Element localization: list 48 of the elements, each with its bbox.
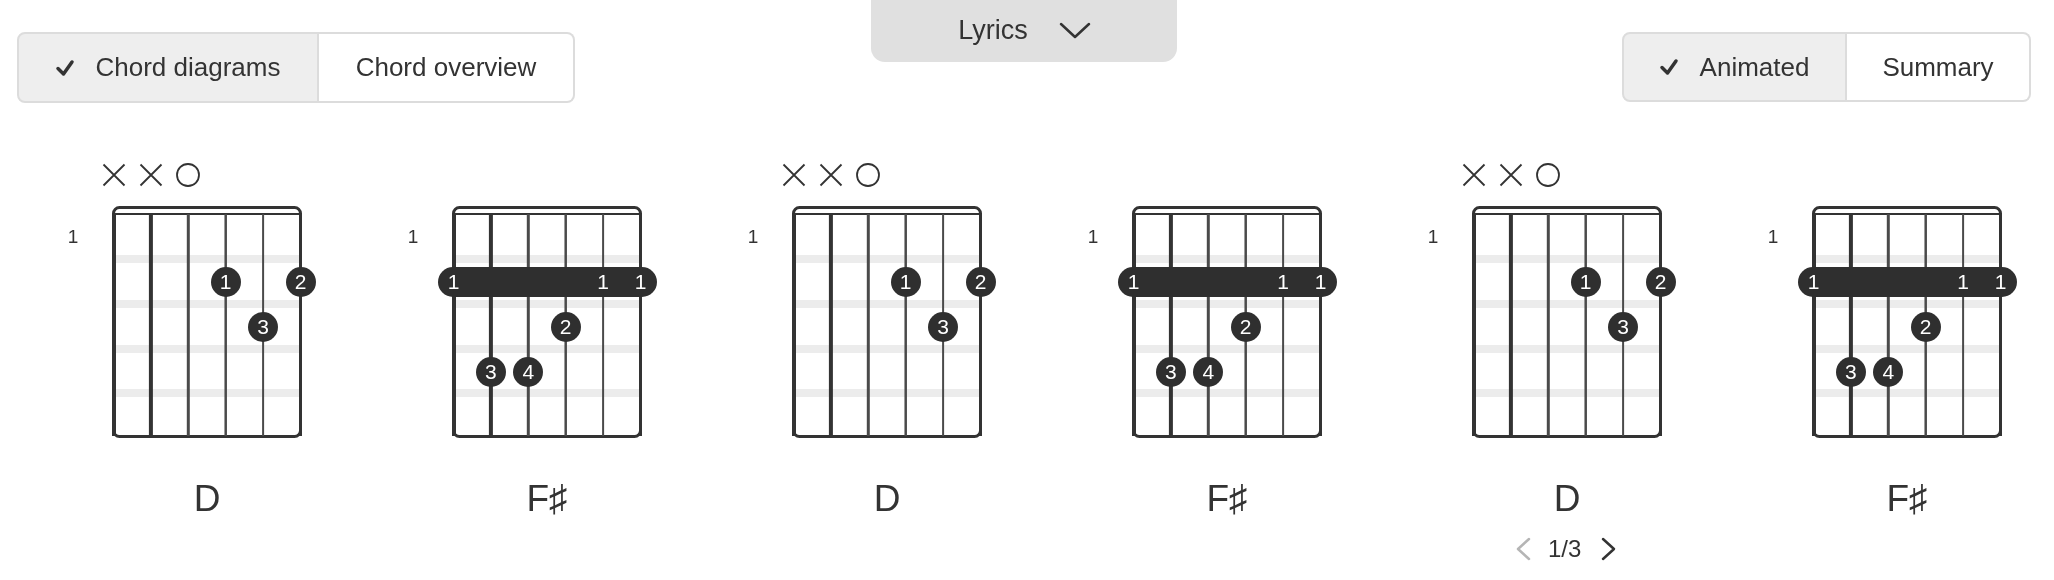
fret-number: 1 [1426, 226, 1440, 248]
finger-number: 1 [446, 268, 461, 295]
finger-number: 1 [1126, 268, 1141, 295]
page-indicator: 1/3 [1548, 535, 1582, 563]
finger-dot: 2 [965, 266, 996, 297]
barre-bar [437, 266, 657, 297]
finger-dot: 3 [1835, 356, 1866, 387]
finger-dot: 2 [285, 266, 316, 297]
barre-bar [1797, 266, 2017, 297]
finger-dot: 3 [928, 311, 959, 342]
segment-button: Chord overview [319, 32, 575, 103]
chord-name: F♯ [1205, 479, 1249, 519]
fret-number: 1 [1766, 226, 1780, 248]
finger-number: 1 [1956, 268, 1970, 295]
finger-dot: 4 [1873, 356, 1904, 387]
segment-button: Chord diagrams [17, 32, 319, 103]
barre-bar [1117, 266, 1337, 297]
chord-name: D [1552, 479, 1582, 519]
fret-number: 1 [66, 226, 80, 248]
finger-dot: 4 [1193, 356, 1224, 387]
finger-number: 1 [596, 268, 610, 295]
finger-number: 1 [1993, 268, 2008, 295]
finger-dot: 2 [1645, 266, 1676, 297]
finger-dot: 1 [1570, 266, 1601, 297]
finger-number: 1 [1313, 268, 1328, 295]
finger-number: 1 [1276, 268, 1290, 295]
chord-name: F♯ [1885, 479, 1929, 519]
finger-dot: 1 [890, 266, 921, 297]
finger-dot: 2 [550, 311, 581, 342]
finger-dot: 2 [1910, 311, 1941, 342]
finger-number: 1 [633, 268, 648, 295]
finger-dot: 3 [1608, 311, 1639, 342]
segment-button: Summary [1847, 32, 2031, 102]
chord-name: F♯ [525, 479, 569, 519]
finger-dot: 3 [248, 311, 279, 342]
dropdown-button: Lyrics [871, 0, 1177, 62]
finger-number: 1 [1806, 268, 1821, 295]
finger-dot: 3 [1155, 356, 1186, 387]
finger-dot: 1 [210, 266, 241, 297]
finger-dot: 2 [1230, 311, 1261, 342]
fret-number: 1 [746, 226, 760, 248]
fret-number: 1 [406, 226, 420, 248]
chord-name: D [872, 479, 902, 519]
chord-name: D [192, 479, 222, 519]
fret-number: 1 [1086, 226, 1100, 248]
finger-dot: 3 [475, 356, 506, 387]
finger-dot: 4 [513, 356, 544, 387]
segment-button: Animated [1622, 32, 1847, 102]
